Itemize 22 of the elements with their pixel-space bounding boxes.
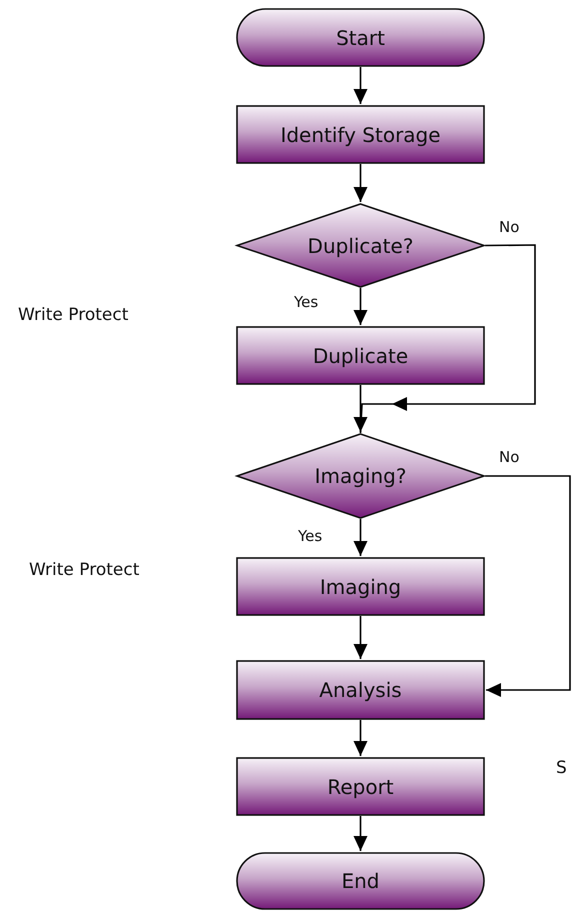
node-label: Duplicate [312, 344, 410, 368]
node-label: Imaging [318, 574, 402, 598]
arrow [354, 385, 368, 432]
arrow [354, 519, 368, 556]
arrow [360, 244, 536, 434]
node-label: Report [326, 774, 395, 798]
arrow [485, 475, 571, 697]
arrow [354, 720, 368, 756]
note-text: Write Protect [18, 305, 128, 325]
arrow [354, 816, 368, 851]
node-label: Identify Storage [279, 122, 442, 146]
arrow [354, 67, 368, 104]
node-label: End [340, 869, 380, 893]
node-label: Start [335, 26, 386, 50]
arrow [354, 288, 368, 325]
arrow [354, 164, 368, 202]
arrow [354, 616, 368, 659]
note-text: Write Protect [29, 560, 140, 580]
node-label: Duplicate? [306, 234, 414, 258]
note-text: S [556, 758, 567, 778]
node-label: Analysis [318, 678, 403, 702]
node-label: Imaging? [314, 464, 408, 488]
